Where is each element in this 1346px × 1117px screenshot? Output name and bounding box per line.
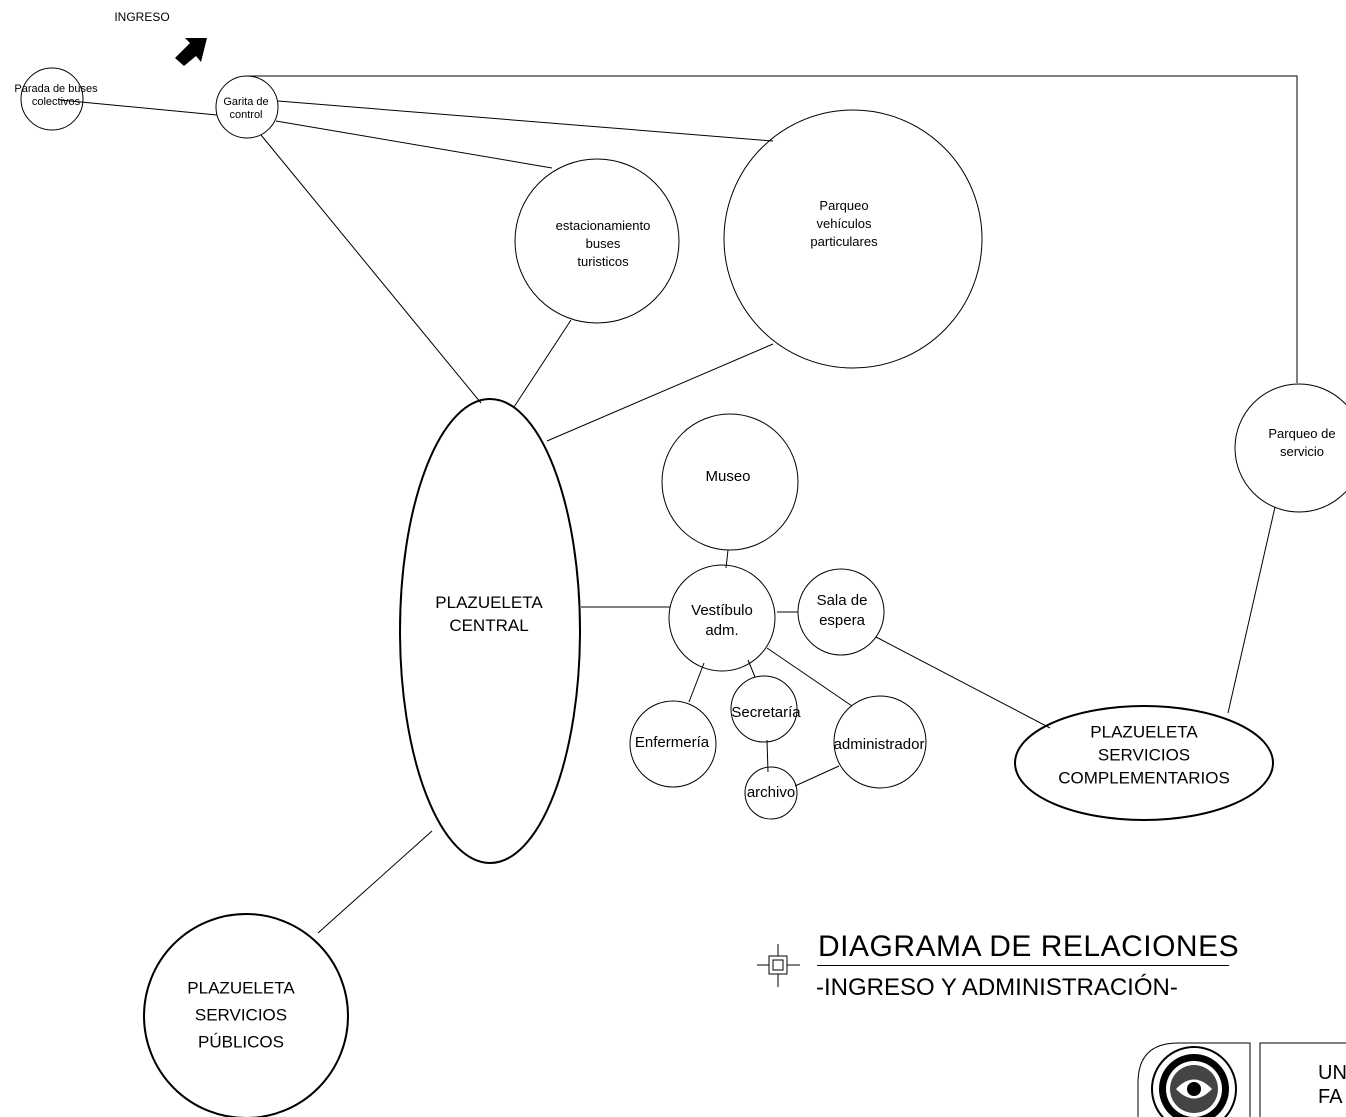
node-enfermeria xyxy=(629,700,717,788)
label-vestibulo: Vestíbulo adm. xyxy=(691,602,753,639)
label-secretaria: Secretaría xyxy=(731,704,801,721)
title-block-line-2: FA xyxy=(1318,1086,1343,1108)
link-garita-plazuela-central xyxy=(260,134,482,404)
link-secretaria-archivo xyxy=(766,739,769,773)
entry-label: INGRESO xyxy=(114,9,170,24)
link-parqueo-servicio-plazuela-complementarios xyxy=(1227,506,1276,714)
node-estacionamiento xyxy=(514,158,680,324)
link-vestibulo-enfermeria xyxy=(688,662,705,703)
node-archivo xyxy=(744,766,798,820)
label-plazuela-central: PLAZUELETA CENTRAL xyxy=(435,593,543,635)
node-plazuela-central xyxy=(399,398,581,864)
node-garita xyxy=(215,75,279,139)
label-parqueo-servicio: Parqueo de servicio xyxy=(1268,426,1336,459)
label-archivo: archivo xyxy=(746,784,796,801)
label-museo: Museo xyxy=(705,468,751,485)
title-block xyxy=(1137,1042,1346,1117)
label-estacionamiento: estacionamiento buses turisticos xyxy=(555,218,651,269)
node-plazuela-publicos xyxy=(143,913,349,1117)
link-garita-estacionamiento xyxy=(275,120,553,169)
diagram-title: DIAGRAMA DE RELACIONES xyxy=(818,930,1240,963)
title-block-line-1: UN xyxy=(1318,1062,1346,1084)
link-vestibulo-administrador xyxy=(766,647,853,707)
title-symbol-icon xyxy=(757,944,800,987)
label-sala-espera: Sala de espera xyxy=(816,592,868,629)
label-enfermeria: Enfermería xyxy=(634,734,710,751)
link-sala-plazuela-complementarios xyxy=(875,636,1051,729)
link-garita-parqueo-particulares xyxy=(277,100,774,142)
link-parqueo-particulares-plazuela-central xyxy=(546,343,774,442)
link-vestibulo-secretaria xyxy=(747,659,756,678)
node-secretaria xyxy=(730,675,798,743)
node-plazuela-complementarios xyxy=(1014,705,1274,821)
link-garita-parqueo-servicio xyxy=(245,75,1298,383)
entry-arrow-icon xyxy=(175,38,207,66)
label-garita: Garita de control xyxy=(223,95,269,121)
node-administrador xyxy=(833,695,927,789)
node-sala-espera xyxy=(797,568,885,656)
title-underline xyxy=(817,965,1229,966)
label-plazuela-publicos: PLAZUELETA SERVICIOS PÚBLICOS xyxy=(187,978,295,1052)
node-museo xyxy=(661,413,799,551)
label-administrador: administrador xyxy=(833,736,925,753)
university-seal-icon xyxy=(1151,1046,1237,1117)
link-estacionamiento-plazuela-central xyxy=(513,319,572,408)
node-parqueo-particulares xyxy=(723,109,983,369)
node-parqueo-servicio xyxy=(1234,383,1346,513)
node-parada xyxy=(20,67,84,131)
label-plazuela-complementarios: PLAZUELETA SERVICIOS COMPLEMENTARIOS xyxy=(1058,722,1230,788)
diagram-subtitle: -INGRESO Y ADMINISTRACIÓN- xyxy=(816,974,1178,1001)
node-vestibulo xyxy=(668,564,776,672)
link-parada-garita xyxy=(59,99,218,116)
label-parqueo-particulares: Parqueo vehículos particulares xyxy=(810,198,878,249)
label-parada: Parada de buses colectivos xyxy=(14,82,98,108)
link-plazuela-central-publicos xyxy=(317,830,433,934)
link-archivo-administrador xyxy=(794,765,840,787)
